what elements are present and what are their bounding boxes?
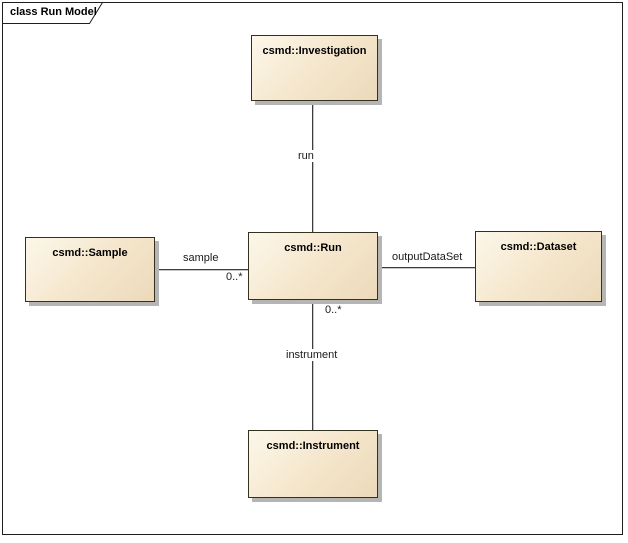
diagram-title: class Run Model: [10, 6, 97, 18]
diagram-frame: class Run Model: [2, 2, 623, 535]
connector-label-outputdataset: outputDataSet: [391, 251, 464, 263]
multiplicity-sample-run: 0..*: [225, 271, 244, 283]
connector-label-instrument: instrument: [285, 349, 339, 361]
class-node-run[interactable]: csmd::Run: [248, 232, 378, 300]
class-name-sample: csmd::Sample: [52, 247, 128, 259]
class-name-run: csmd::Run: [284, 242, 342, 254]
connector-sample-run[interactable]: [155, 269, 248, 270]
class-node-investigation[interactable]: csmd::Investigation: [251, 35, 378, 101]
connector-run-instrument[interactable]: [312, 300, 313, 430]
class-node-dataset[interactable]: csmd::Dataset: [475, 231, 602, 302]
class-node-sample[interactable]: csmd::Sample: [25, 237, 155, 302]
connector-label-sample: sample: [182, 252, 220, 264]
class-name-investigation: csmd::Investigation: [262, 45, 367, 57]
frame-tab: [2, 2, 104, 24]
class-name-dataset: csmd::Dataset: [500, 241, 577, 253]
connector-investigation-run[interactable]: [312, 101, 313, 232]
connector-run-dataset[interactable]: [378, 267, 475, 268]
class-node-instrument[interactable]: csmd::Instrument: [248, 430, 378, 498]
multiplicity-run-instrument: 0..*: [324, 304, 343, 316]
connector-label-run: run: [297, 150, 315, 162]
class-name-instrument: csmd::Instrument: [266, 440, 360, 452]
